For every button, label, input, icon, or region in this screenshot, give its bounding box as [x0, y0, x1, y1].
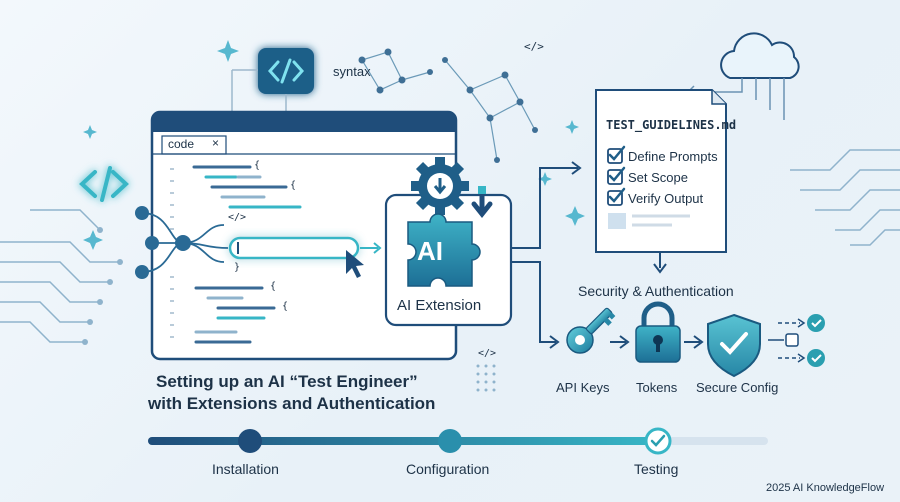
code-lines [192, 165, 302, 344]
cursor-icon [346, 250, 364, 278]
sparkle-icons [83, 40, 585, 250]
circuit-lines-right [790, 149, 900, 246]
progress-timeline [148, 427, 768, 455]
timeline-step-configuration [438, 429, 462, 453]
syntax-label: syntax [333, 64, 371, 79]
code-token: { [282, 301, 289, 312]
security-item-api-keys: API Keys [556, 380, 610, 395]
document-filename: TEST_GUIDELINES.md [606, 118, 737, 132]
dot-grid [476, 364, 496, 392]
guideline-item: Verify Output [628, 191, 704, 206]
ai-badge: AI [417, 236, 443, 266]
shield-check-icon [707, 313, 761, 378]
timeline-label-configuration: Configuration [406, 461, 490, 477]
code-brackets-icon [79, 166, 129, 202]
code-token: } [234, 262, 241, 273]
cloud-icon [720, 32, 800, 79]
footer-credit: 2025 AI KnowledgeFlow [766, 482, 885, 494]
gear-icon [411, 157, 469, 215]
guideline-item: Set Scope [628, 170, 688, 185]
page-title-line2: with Extensions and Authentication [148, 394, 436, 413]
flow-connectors [511, 161, 667, 349]
guideline-item: Define Prompts [628, 149, 718, 164]
extension-label: AI Extension [397, 297, 482, 314]
verification-checks [768, 314, 825, 367]
security-item-secure-config: Secure Config [696, 380, 779, 395]
code-token: { [254, 160, 261, 171]
editor-tab-label[interactable]: code [168, 137, 195, 151]
code-tag-label: </> [478, 348, 497, 359]
code-tag-label: </> [524, 40, 544, 53]
ai-input-bar [228, 236, 360, 260]
padlock-icon [635, 301, 681, 363]
close-icon[interactable]: × [212, 136, 220, 150]
timeline-label-installation: Installation [212, 461, 279, 477]
security-heading: Security & Authentication [578, 283, 734, 299]
timeline-label-testing: Testing [634, 461, 679, 477]
code-tag-box-icon [258, 48, 314, 94]
code-token: </> [228, 212, 247, 223]
line-number-gutter [170, 168, 174, 338]
timeline-step-installation [238, 429, 262, 453]
key-icon [566, 307, 616, 354]
security-item-tokens: Tokens [636, 380, 678, 395]
guidelines-document [595, 89, 727, 253]
code-token: { [270, 281, 277, 292]
code-token: { [290, 180, 297, 191]
page-title-line1: Setting up an AI “Test Engineer” [156, 372, 418, 391]
circuit-lines-left [0, 209, 120, 343]
puzzle-piece-icon [407, 213, 481, 287]
